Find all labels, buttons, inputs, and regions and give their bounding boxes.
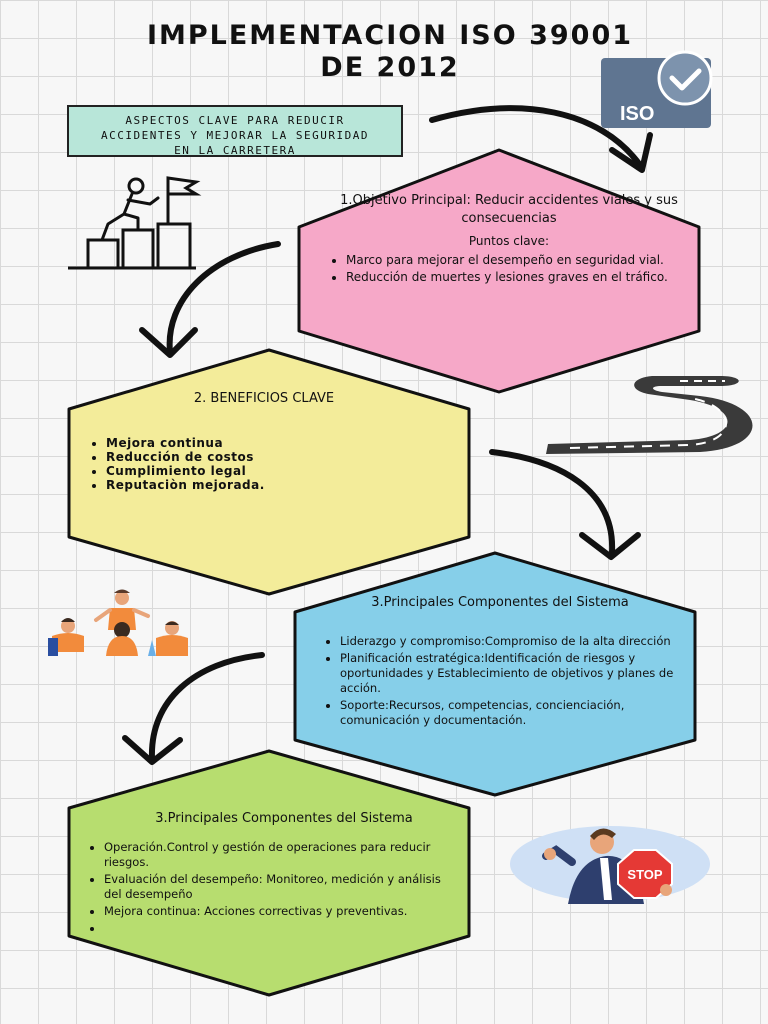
list-item: Liderazgo y compromiso:Compromiso de la …	[340, 634, 678, 649]
title-line-2: DE 2012	[320, 52, 460, 83]
list-item: Soporte:Recursos, competencias, concienc…	[340, 698, 678, 728]
list-item: Reducción de costos	[106, 450, 450, 464]
list-item: Reducción de muertes y lesiones graves e…	[346, 270, 690, 285]
team-meeting-icon	[48, 589, 188, 656]
stop-sign-text: STOP	[627, 867, 662, 882]
hex-3-title: 3.Principales Componentes del Sistema	[371, 595, 629, 610]
page-title: IMPLEMENTACION ISO 39001 DE 2012	[40, 20, 740, 84]
list-item: Marco para mejorar el desempeño en segur…	[346, 253, 690, 268]
title-line-1: IMPLEMENTACION ISO 39001	[146, 20, 634, 51]
subtitle-line-2: ACCIDENTES Y MEJORAR LA SEGURIDAD	[100, 129, 370, 142]
road-icon	[546, 376, 753, 454]
hex-4-content: 3.Principales Componentes del Sistema Op…	[86, 810, 452, 938]
hex-4-list: Operación.Control y gestión de operacion…	[86, 840, 452, 936]
hex-1-title: 1.Objetivo Principal: Reducir accidentes…	[340, 193, 678, 226]
list-item: Operación.Control y gestión de operacion…	[104, 840, 452, 870]
hex-4-title: 3.Principales Componentes del Sistema	[155, 811, 413, 826]
hex-1-subheading: Puntos clave:	[468, 234, 550, 248]
iso-logo-text: ISO	[620, 103, 654, 125]
hex-1-content: 1.Objetivo Principal: Reducir accidentes…	[328, 192, 690, 287]
hex-3-content: 3.Principales Componentes del Sistema Li…	[322, 594, 678, 730]
subtitle-line-3: EN LA CARRETERA	[174, 144, 296, 157]
subtitle-box: ASPECTOS CLAVE PARA REDUCIR ACCIDENTES Y…	[67, 105, 403, 157]
list-item: Evaluación del desempeño: Monitoreo, med…	[104, 872, 452, 902]
hex-1-list: Marco para mejorar el desempeño en segur…	[328, 253, 690, 285]
list-item: Cumplimiento legal	[106, 464, 450, 478]
goal-climber-icon	[68, 176, 202, 270]
list-item	[104, 921, 452, 936]
list-item: Mejora continua	[106, 436, 450, 450]
hex-2-content: 2. BENEFICIOS CLAVE Mejora continua Redu…	[88, 390, 450, 492]
list-item: Reputaciòn mejorada.	[106, 478, 450, 492]
list-item: Mejora continua: Acciones correctivas y …	[104, 904, 452, 919]
hex-2-title: 2. BENEFICIOS CLAVE	[193, 391, 335, 406]
stop-sign-man-icon: STOP	[510, 826, 710, 904]
hex-3-list: Liderazgo y compromiso:Compromiso de la …	[322, 634, 678, 728]
list-item: Planificación estratégica:Identificación…	[340, 651, 678, 696]
subtitle-line-1: ASPECTOS CLAVE PARA REDUCIR	[125, 114, 345, 127]
iso-check-icon: ISO	[601, 50, 713, 128]
hex-2-list: Mejora continua Reducción de costos Cump…	[88, 436, 450, 492]
